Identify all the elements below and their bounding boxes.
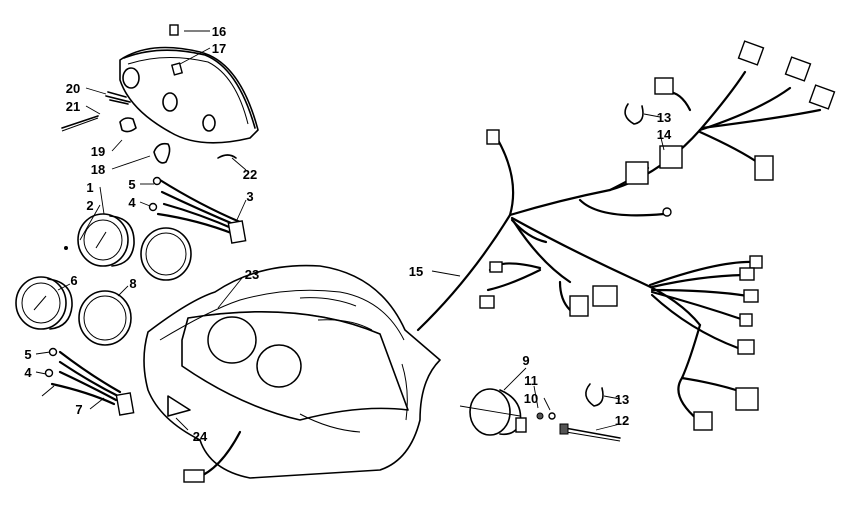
callout-1: 1 xyxy=(86,180,93,195)
callout-20: 20 xyxy=(66,81,80,96)
callout-7: 7 xyxy=(75,402,82,417)
fuel-sensor-rod xyxy=(559,423,621,442)
retainer-ring-lower xyxy=(585,383,604,407)
callout-14: 14 xyxy=(657,127,672,142)
callout-4: 4 xyxy=(128,195,136,210)
headlight-clip xyxy=(169,24,179,36)
tachometer-bezel-ring xyxy=(78,290,132,346)
bulb-socket xyxy=(119,117,171,164)
callout-23: 23 xyxy=(245,267,259,282)
callout-leaders xyxy=(35,30,665,431)
callout-5: 5 xyxy=(128,177,135,192)
headlight-housing xyxy=(119,46,259,144)
callout-24: 24 xyxy=(193,429,208,444)
callout-4: 4 xyxy=(24,365,32,380)
callout-8: 8 xyxy=(129,276,136,291)
gauge-harness-upper xyxy=(148,176,247,244)
callout-11: 11 xyxy=(524,373,538,388)
reflector-triangle xyxy=(167,395,191,417)
callout-21: 21 xyxy=(66,99,80,114)
callout-19: 19 xyxy=(91,144,105,159)
callout-15: 15 xyxy=(409,264,423,279)
headlight-spring xyxy=(217,154,237,159)
callout-9: 9 xyxy=(522,353,529,368)
adjuster-screw xyxy=(61,91,131,132)
fuel-gauge xyxy=(459,388,527,436)
tachometer-gauge xyxy=(15,276,73,330)
fuel-gauge-nut xyxy=(536,412,544,420)
harness-connectors xyxy=(479,40,836,431)
retainer-ring-upper xyxy=(624,103,644,125)
callout-16: 16 xyxy=(212,24,226,39)
main-wiring-harness xyxy=(416,70,822,422)
callout-22: 22 xyxy=(243,167,257,182)
speedometer-gauge xyxy=(64,213,135,267)
callout-13: 13 xyxy=(615,392,629,407)
callout-18: 18 xyxy=(91,162,105,177)
callout-5: 5 xyxy=(24,347,31,362)
dash-hood-cover xyxy=(143,264,441,479)
callout-12: 12 xyxy=(615,413,629,428)
callout-6: 6 xyxy=(70,273,77,288)
callout-3: 3 xyxy=(246,189,253,204)
fuel-gauge-washer xyxy=(548,412,556,420)
hood-harness-plug xyxy=(183,430,242,483)
callout-2: 2 xyxy=(86,198,93,213)
callout-13: 13 xyxy=(657,110,671,125)
gauge-harness-lower xyxy=(41,347,135,416)
speedometer-bezel-ring xyxy=(140,227,192,281)
callout-10: 10 xyxy=(524,391,538,406)
callout-17: 17 xyxy=(212,41,226,56)
